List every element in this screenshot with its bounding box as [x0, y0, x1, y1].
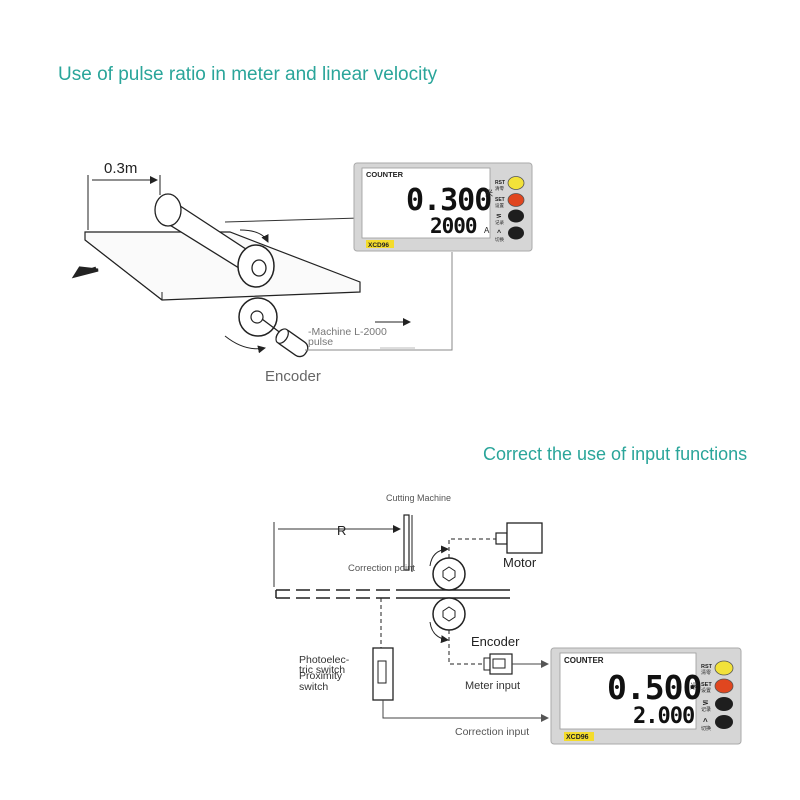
shift-label-2: ⋝: [702, 698, 709, 707]
dimension-label: 0.3m: [104, 160, 137, 177]
correction-input-wire: [382, 700, 549, 722]
switch-label-1: Photoelec-: [299, 654, 350, 666]
pulse-label: pulse: [308, 336, 333, 348]
shift-label: ⋝: [496, 213, 502, 220]
rst-label: RST: [495, 180, 505, 186]
model-tag-2: [564, 732, 594, 741]
lower-rotation-arrow: [224, 335, 266, 354]
shift-button-2[interactable]: [715, 697, 733, 711]
counter-display-2: COUNTER 0.500 米 2.000 XCD96 RST 清零 SET 设…: [550, 647, 742, 745]
unit-glyph-2: 米: [690, 681, 698, 691]
encoder-device: [275, 328, 309, 358]
set-button[interactable]: [507, 193, 525, 207]
cutting-machine-label: Cutting Machine: [386, 493, 451, 503]
sheet-front-edge: [84, 239, 163, 301]
rst-cn-label-2: 清零: [701, 669, 711, 676]
heading-pulse-ratio: Use of pulse ratio in meter and linear v…: [58, 64, 438, 85]
r-label: R: [337, 523, 346, 538]
switch-label-3: Proximity: [299, 670, 343, 682]
motor-body: [506, 522, 543, 554]
up-cn-label-2: 切换: [701, 725, 711, 732]
encoder-window-2: [492, 658, 506, 669]
cutter-blade: [403, 514, 410, 571]
encoder-label: Encoder: [265, 368, 321, 385]
counter-title: COUNTER: [366, 170, 404, 179]
signal-wire: [305, 252, 453, 351]
switch-label-4: switch: [299, 681, 328, 693]
set-cn-label: 设置: [495, 202, 504, 209]
up-cn-label: 切换: [495, 236, 504, 243]
meter-input-label: Meter input: [465, 680, 520, 692]
model-label: XCD96: [368, 242, 389, 249]
upper-rotation-arrow-2: [429, 545, 449, 567]
machine-label: -Machine L-2000: [308, 326, 387, 338]
counter-main-value-2: 0.500: [607, 668, 701, 707]
up-label-2: ^: [703, 717, 708, 726]
heading-input-functions: Correct the use of input functions: [483, 444, 748, 464]
encoder-link: [448, 630, 484, 665]
encoder-label-2: Encoder: [471, 634, 520, 649]
switch-window: [377, 660, 387, 684]
set-button-2[interactable]: [714, 678, 734, 694]
switch-label-2: tric switch: [299, 664, 345, 676]
model-label-2: XCD96: [566, 734, 589, 741]
model-tag: [366, 240, 394, 248]
correction-input-label: Correction input: [455, 726, 529, 738]
up-label: ^: [497, 229, 501, 237]
encoder-shaft-2: [483, 657, 491, 671]
diagram-correction-setup: Cutting Machine R Correction point Motor…: [273, 493, 742, 745]
shift-cn-label: 记录: [495, 219, 504, 225]
diagram-encoder-setup: 0.3m -Machine L-2000 pulse Encoder: [71, 160, 533, 385]
rst-cn-label: 清零: [495, 185, 504, 192]
unit-glyph: 米: [485, 188, 493, 198]
material-back-edge: [224, 217, 361, 223]
lower-roller-axle: [250, 310, 264, 324]
up-button-2[interactable]: [715, 715, 733, 729]
set-cn-label-2: 设置: [701, 687, 711, 694]
feed-direction-arrow: [71, 266, 99, 279]
counter-title-2: COUNTER: [564, 656, 604, 665]
shift-cn-label-2: 记录: [701, 706, 711, 713]
motor-link: [448, 538, 496, 558]
counter-main-value: 0.300: [406, 183, 491, 218]
counter-display-1: COUNTER 0.300 米 2000 A XCD96 RST 清零 SET …: [353, 162, 533, 252]
upper-roller-back: [154, 193, 182, 227]
upper-roller-axle: [251, 259, 267, 277]
motor-shaft: [495, 532, 508, 545]
rst-button-2[interactable]: [714, 660, 734, 676]
lower-roller-hub: [442, 606, 456, 622]
rst-label-2: RST: [701, 664, 713, 670]
upper-rotation-arrow: [239, 229, 269, 243]
rst-button[interactable]: [507, 176, 525, 190]
counter-sub-value-2: 2.000: [633, 704, 694, 729]
sub-suffix: A: [484, 226, 490, 235]
shift-button[interactable]: [508, 209, 524, 223]
set-label: SET: [495, 197, 505, 203]
counter-sub-value: 2000: [430, 214, 477, 238]
lower-rotation-arrow-2: [429, 621, 449, 644]
correction-point-label: Correction point: [348, 563, 415, 574]
motor-label: Motor: [503, 555, 537, 570]
set-label-2: SET: [701, 682, 712, 688]
up-button[interactable]: [508, 226, 524, 240]
upper-roller-hub: [442, 566, 456, 582]
